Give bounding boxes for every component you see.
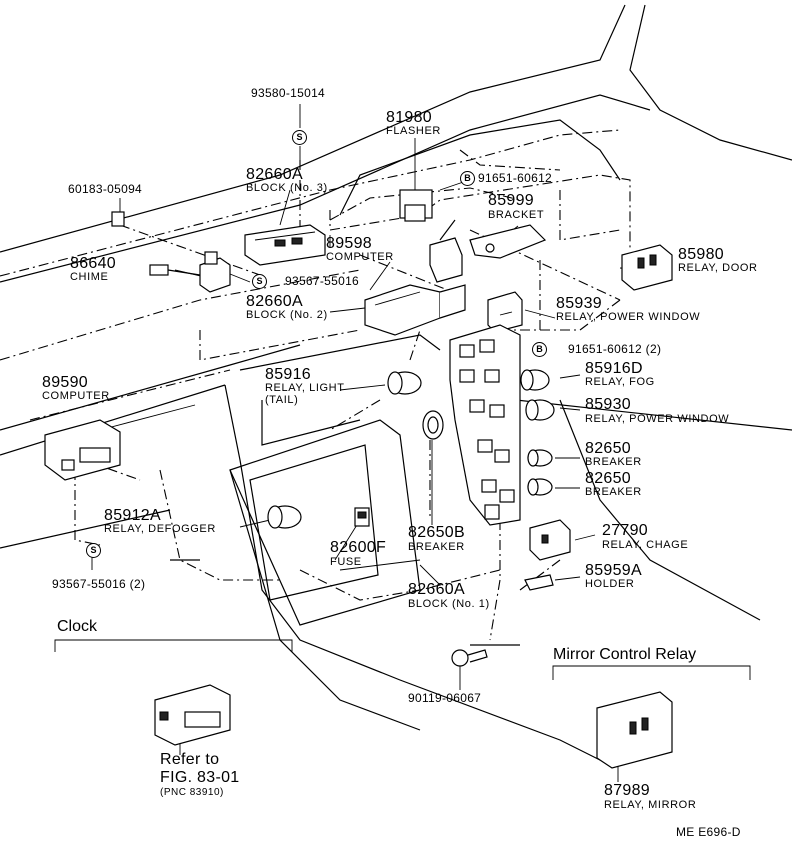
part-name-85916d: RELAY, FOG — [585, 376, 655, 388]
part-number-90119: 90119-06067 — [408, 691, 482, 705]
part-number-93567-a: 93567-55016 — [285, 274, 360, 288]
part-junction-block — [449, 324, 521, 526]
part-number-82660a-1: 82660A — [408, 581, 465, 598]
part-number-85912a: 85912A — [104, 507, 161, 524]
clock-figure-ref: FIG. 83-01 — [160, 769, 240, 786]
part-breaker-82650B — [422, 410, 444, 440]
part-relay-power-window-85939 — [487, 291, 523, 333]
part-number-89598: 89598 — [326, 235, 372, 252]
part-name-81980: FLASHER — [386, 125, 441, 137]
part-number-93580: 93580-15014 — [251, 86, 326, 100]
part-relay-charge — [529, 519, 571, 561]
part-number-85939: 85939 — [556, 295, 602, 312]
part-number-27790: 27790 — [602, 522, 648, 539]
clock-pnc-ref: (PNC 83910) — [160, 787, 224, 798]
tail-note: (TAIL) — [265, 394, 299, 406]
part-name-85959a: HOLDER — [585, 578, 635, 590]
part-name-82660a-3: BLOCK (No. 3) — [246, 182, 328, 194]
part-number-89590: 89590 — [42, 374, 88, 391]
part-flasher — [399, 189, 433, 222]
s-marker-icon: S — [86, 543, 101, 558]
part-number-82600f: 82600F — [330, 539, 387, 556]
part-name-82660a-2: BLOCK (No. 2) — [246, 309, 328, 321]
part-mirror-relay — [596, 691, 673, 769]
dashboard-outline — [0, 4, 792, 761]
part-breaker-1 — [527, 449, 553, 467]
part-number-82650b: 82650B — [408, 524, 465, 541]
part-defogger-relay — [267, 505, 302, 529]
part-name-85930: RELAY, POWER WINDOW — [585, 413, 730, 425]
part-name-85912a: RELAY, DEFOGGER — [104, 523, 216, 535]
reference-lines — [0, 129, 631, 641]
clock-section-title: Clock — [57, 618, 98, 635]
part-number-82650-2: 82650 — [585, 470, 631, 487]
part-name-27790: RELAY, CHAGE — [602, 539, 689, 551]
part-clock-unit — [154, 684, 231, 746]
part-chime — [149, 251, 231, 293]
mirror-section-title: Mirror Control Relay — [553, 646, 697, 663]
part-number-85916: 85916 — [265, 366, 311, 383]
part-name-82650b: BREAKER — [408, 541, 465, 553]
part-name-85980: RELAY, DOOR — [678, 262, 758, 274]
part-block-no2 — [364, 284, 466, 336]
part-fuse — [354, 507, 370, 527]
part-relay-power-window-85930 — [525, 399, 555, 421]
part-name-82660a-1: BLOCK (No. 1) — [408, 598, 490, 610]
part-relay-fog — [520, 369, 550, 391]
part-block-no3 — [244, 224, 326, 266]
part-number-86640: 86640 — [70, 255, 116, 272]
part-name-85999: BRACKET — [488, 209, 545, 221]
part-name-89590: COMPUTER — [42, 390, 110, 402]
part-number-81980: 81980 — [386, 109, 432, 126]
part-number-85930: 85930 — [585, 396, 631, 413]
part-clip-60183 — [111, 211, 125, 227]
s-marker-icon: S — [252, 274, 267, 289]
part-name-82650-1: BREAKER — [585, 456, 642, 468]
part-name-85939: RELAY, POWER WINDOW — [556, 311, 701, 323]
part-breaker-2 — [527, 478, 553, 496]
part-computer-89590 — [44, 419, 121, 481]
part-number-82660a-3: 82660A — [246, 166, 303, 183]
part-name-82600f: FUSE — [330, 556, 362, 568]
part-name-87989: RELAY, MIRROR — [604, 799, 697, 811]
part-number-85916d: 85916D — [585, 360, 643, 377]
part-name-82650-2: BREAKER — [585, 486, 642, 498]
b-marker-icon: B — [532, 342, 547, 357]
part-number-82660a-2: 82660A — [246, 293, 303, 310]
section-brackets — [54, 639, 751, 680]
b-marker-icon: B — [460, 171, 475, 186]
part-number-91651-a: 91651-60612 — [478, 171, 553, 185]
s-marker-icon: S — [292, 130, 307, 145]
part-name-86640: CHIME — [70, 271, 109, 283]
part-name-89598: COMPUTER — [326, 251, 394, 263]
part-name-85916: RELAY, LIGHT — [265, 382, 345, 394]
diagram-code: ME E696-D — [676, 825, 741, 839]
part-number-82650-1: 82650 — [585, 440, 631, 457]
part-number-60183: 60183-05094 — [68, 182, 143, 196]
part-number-85980: 85980 — [678, 246, 724, 263]
part-number-87989: 87989 — [604, 782, 650, 799]
leader-lines — [91, 104, 651, 782]
part-holder — [524, 574, 554, 591]
part-number-91651-b: 91651-60612 (2) — [568, 342, 662, 356]
part-computer-89598 — [429, 219, 463, 283]
part-number-85959a: 85959A — [585, 562, 642, 579]
part-number-93567-b: 93567-55016 (2) — [52, 577, 146, 591]
part-number-85999: 85999 — [488, 192, 534, 209]
part-relay-door — [621, 244, 673, 291]
part-light-relay — [387, 371, 422, 395]
clock-refer-text: Refer to — [160, 751, 220, 768]
part-bolt-90119 — [451, 649, 488, 667]
part-bracket — [469, 224, 547, 259]
